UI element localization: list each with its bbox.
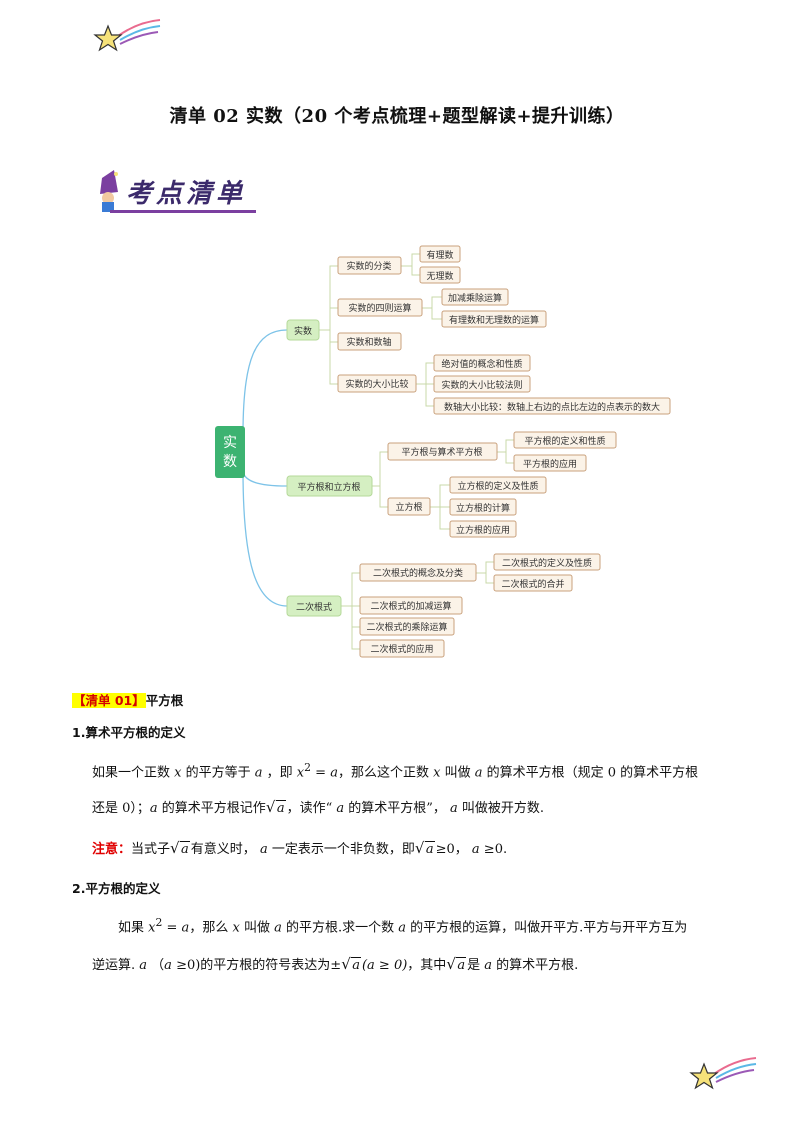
section-heading: 【清单 01】平方根: [72, 690, 183, 709]
node-radical: 二次根式: [286, 595, 342, 617]
node-rational: 有理数: [426, 249, 453, 261]
node-sqrt-app: 平方根的应用: [523, 458, 577, 470]
mind-map-sub-connectors: [319, 253, 514, 650]
node-sqrt-def: 平方根的定义和性质: [524, 435, 605, 447]
shooting-star-icon: [93, 19, 161, 52]
node-classify: 实数的分类: [346, 260, 391, 272]
node-addsub: 加减乘除运算: [448, 292, 502, 304]
node-rad-add: 二次根式的加减运算: [370, 600, 451, 612]
badge-text: 考点清单: [126, 179, 246, 209]
root-label-1: 实: [223, 435, 237, 451]
svg-text:平方根和立方根: 平方根和立方根: [297, 481, 360, 493]
node-rad-mul: 二次根式的乘除运算: [366, 621, 447, 633]
node-mixed: 有理数和无理数的运算: [449, 314, 539, 326]
node-axis: 实数和数轴: [346, 336, 391, 348]
exam-points-badge: 考点清单: [100, 170, 256, 213]
section-label: 【清单 01】: [72, 693, 146, 708]
mind-map-root: 实: [215, 426, 245, 478]
note-line: 注意：当式子a有意义时， a 一定表示一个非负数，即a≥0， a ≥0.: [92, 838, 507, 860]
node-rad-def: 二次根式的定义及性质: [502, 557, 592, 569]
section-title: 平方根: [145, 693, 184, 708]
node-cbrt: 立方根: [395, 501, 422, 513]
svg-text:实数: 实数: [294, 325, 312, 337]
node-irrational: 无理数: [426, 270, 453, 282]
node-ops: 实数的四则运算: [348, 302, 411, 314]
level3-boxes: [419, 245, 671, 592]
node-rad-merge: 二次根式的合并: [501, 578, 564, 590]
node-cbrt-def: 立方根的定义及性质: [457, 480, 538, 492]
node-compare: 实数的大小比较: [345, 378, 408, 390]
subsection-heading-2: 2.平方根的定义: [72, 881, 161, 896]
document-title: 清单 02 实数（20 个考点梳理+题型解读+提升训练）: [169, 106, 625, 127]
paragraph-2-line-1: 如果 x2 = a，那么 x 叫做 a 的平方根.求一个数 a 的平方根的运算，…: [118, 916, 688, 936]
node-cbrt-app: 立方根的应用: [456, 524, 510, 536]
paragraph-2-line-2: 逆运算. a （a ≥0)的平方根的符号表达为±a(a ≥ 0)，其中a是 a …: [92, 954, 578, 976]
node-absval: 绝对值的概念和性质: [441, 358, 522, 370]
node-sqrt: 平方根与算术平方根: [401, 446, 482, 458]
level2-boxes: [337, 256, 498, 658]
mind-map-connectors: [242, 329, 288, 607]
paragraph-1-line-2: 还是 0）；a 的算术平方根记作a，读作“ a 的算术平方根”， a 叫做被开方…: [92, 797, 544, 819]
subsection-heading-1: 1.算术平方根的定义: [72, 725, 186, 740]
root-label-2: 数: [223, 454, 237, 470]
paragraph-1-line-1: 如果一个正数 x 的平方等于 a ，即 x2 = a，那么这个正数 x 叫做 a…: [92, 761, 699, 781]
shooting-star-icon: [689, 1057, 757, 1090]
node-real: 实数: [286, 319, 320, 341]
node-rad-concept: 二次根式的概念及分类: [373, 567, 463, 579]
sqrt-a: a: [266, 797, 286, 819]
note-label: 注意：: [92, 842, 132, 857]
node-axis-compare: 数轴大小比较：数轴上右边的点比左边的点表示的数大: [444, 401, 660, 413]
wizard-icon: [100, 170, 118, 212]
node-cbrt-calc: 立方根的计算: [456, 502, 510, 514]
node-rule: 实数的大小比较法则: [441, 379, 522, 391]
svg-text:二次根式: 二次根式: [296, 601, 332, 613]
node-rad-app: 二次根式的应用: [370, 643, 433, 655]
mind-map: 实 数 实数 平方根和立方根 二次根式 实数的分类 实数的四则运算 实数和数轴 …: [215, 245, 671, 658]
node-roots: 平方根和立方根: [286, 475, 373, 497]
